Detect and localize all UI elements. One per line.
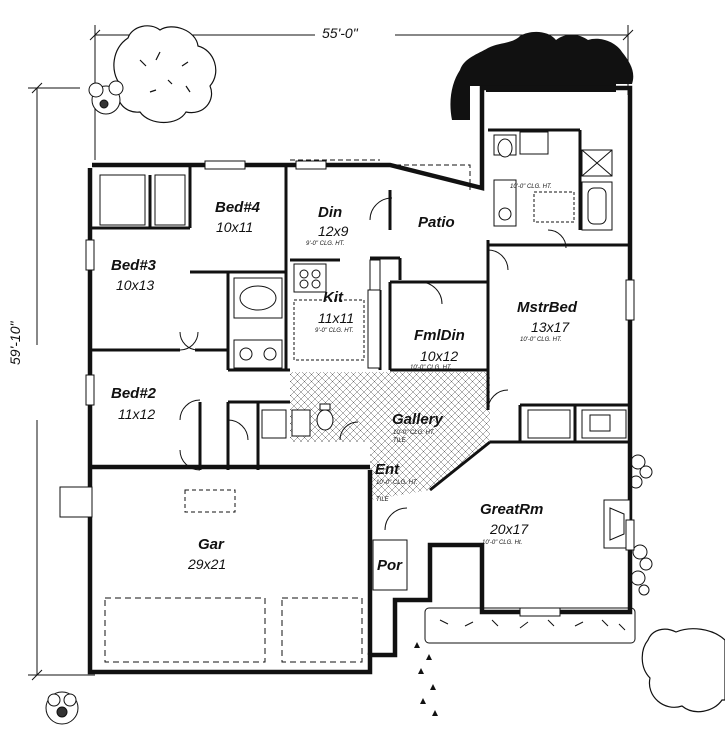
hedge — [450, 31, 634, 120]
greatrm-ceiling-note: 10'-0" CLG. Ht. — [482, 540, 523, 546]
width-dimension: 55'-0" — [322, 25, 358, 41]
bed2-size: 11x12 — [118, 406, 156, 422]
door-swings — [179, 197, 567, 531]
shrub-bottom-left — [45, 691, 79, 725]
mstrbed-label: MstrBed — [517, 299, 578, 316]
mstrbed-size: 13x17 — [531, 319, 570, 335]
gar-label: Gar — [198, 536, 224, 553]
fmldin-label: FmlDin — [414, 327, 465, 344]
mstrbed-ceiling-note: 10'-0" CLG. HT. — [520, 337, 562, 343]
din-label: Din — [318, 204, 343, 221]
fmldin-ceiling-note: 10'-0" CLG. HT. — [410, 365, 452, 371]
bed3-label: Bed#3 — [111, 257, 157, 274]
gallery-label: Gallery — [392, 411, 443, 428]
bed4-size: 10x11 — [216, 219, 254, 235]
kit-size: 11x11 — [318, 310, 355, 326]
depth-dimension-line — [28, 82, 95, 681]
mbath-ceiling-note: 10'-0" CLG. HT. — [510, 184, 552, 190]
gallery-tile-note: TILE — [393, 438, 406, 444]
kit-label: Kit — [323, 289, 343, 306]
por-label: Por — [377, 557, 403, 574]
bed4-label: Bed#4 — [215, 199, 261, 216]
depth-dimension: 59'-10" — [7, 321, 23, 365]
bed3-size: 10x13 — [116, 277, 155, 293]
ent-ceiling-note: 10'-0" CLG. HT. — [376, 480, 418, 486]
gallery-ceiling-note: 10'-0" CLG. HT. — [393, 430, 435, 436]
gar-size: 29x21 — [188, 556, 227, 572]
exterior-walls — [87, 85, 633, 675]
fmldin-size: 10x12 — [420, 348, 459, 364]
din-ceiling-note: 9'-0" CLG. HT. — [306, 241, 345, 247]
din-size: 12x9 — [318, 223, 349, 239]
ent-label: Ent — [375, 461, 400, 478]
tree-top — [113, 25, 217, 124]
roof-outline — [290, 159, 471, 190]
tree-bottom-right — [641, 628, 725, 713]
windows — [85, 160, 635, 617]
kit-ceiling-note: 9'-0" CLG. HT. — [315, 328, 354, 334]
ent-tile-note: TILE — [376, 497, 389, 503]
fixtures — [59, 131, 631, 663]
greatrm-label: GreatRm — [480, 501, 544, 518]
ent-tile — [370, 440, 490, 500]
shrub-top-left — [88, 80, 124, 115]
greatrm-size: 20x17 — [490, 521, 529, 537]
ground-plants — [414, 642, 438, 716]
interior-walls — [90, 128, 630, 492]
bed2-label: Bed#2 — [111, 385, 157, 402]
patio-label: Patio — [418, 214, 455, 231]
